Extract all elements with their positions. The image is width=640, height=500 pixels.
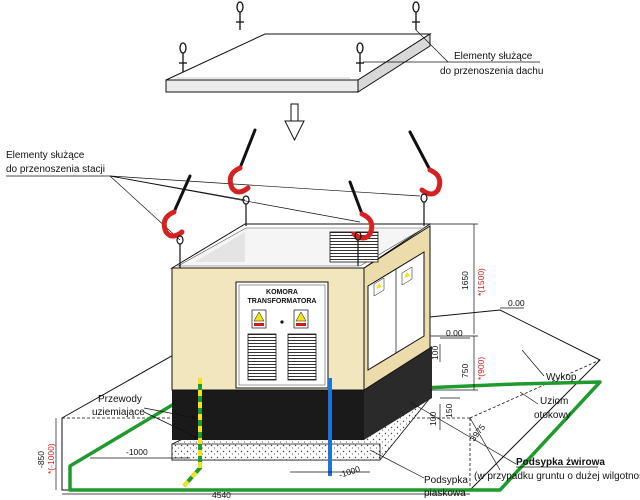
lifting-eye-icon	[242, 195, 250, 226]
station-lifting-callout: Elementy służące do przenoszenia stacji	[6, 150, 421, 241]
dim-minus-1000-a: -1000	[126, 447, 148, 457]
crane-hook-icon	[348, 180, 375, 241]
chamber-label-1: KOMORA	[266, 289, 298, 296]
dim-750-alt: *(900)	[476, 357, 486, 380]
dim-minus-850: -850	[36, 451, 46, 468]
dim-minus-850-alt: *(-1000)	[46, 443, 56, 474]
dim-1650-alt: *(1500)	[476, 268, 486, 296]
lifting-eye-icon	[179, 42, 187, 72]
warning-sign-icon	[373, 277, 385, 297]
lifting-eye-icon	[354, 231, 362, 266]
grounding-wire-yellow-green	[182, 378, 202, 488]
station-lifting-label-2: do przenoszenia stacji	[6, 164, 105, 175]
roof-lifting-label-2: do przenoszenia dachu	[440, 66, 543, 77]
dim-100-b: 100	[428, 412, 438, 426]
gravel-label-1: Podsypka żwirowa	[516, 457, 605, 468]
lifting-eye-icon	[236, 1, 244, 30]
sand-callout: Podsypka piaskowa	[369, 449, 468, 499]
excavation-label: Wykop	[546, 372, 577, 383]
excavation-callout: Wykop	[521, 349, 577, 383]
station-lifting-eyes	[176, 193, 428, 268]
dimension-lines	[55, 223, 524, 495]
crane-hook-icon	[161, 174, 192, 239]
dim-100-a: 100	[430, 346, 440, 360]
door-lock-icon	[280, 320, 284, 324]
roof-lifting-callout: Elementy służące do przenoszenia dachu	[363, 29, 543, 77]
level-top: 0.00	[508, 298, 525, 308]
lifting-eye-icon	[412, 1, 420, 30]
station-base	[172, 346, 432, 440]
lifting-eye-icon	[420, 193, 428, 226]
lifting-eye-icon	[176, 235, 184, 268]
crane-hook-icon	[408, 130, 443, 197]
chamber-label-2: TRANSFORMATORA	[248, 298, 317, 305]
station-lifting-hooks	[161, 128, 443, 241]
warning-sign-icon	[401, 266, 413, 286]
ring-earth-label-1: Uziom	[540, 396, 568, 407]
roof	[165, 33, 432, 93]
dim-4540: 4540	[212, 490, 231, 500]
door-louvre	[247, 333, 277, 381]
sand-label-1: Podsypka	[424, 475, 468, 486]
ring-earth-label-2: otokowy	[534, 410, 571, 421]
door-louvre	[287, 333, 317, 381]
sand-label-2: piaskowa	[424, 488, 466, 499]
gravel-callout: Podsypka żwirowa (w przypadku gruntu o d…	[409, 401, 640, 482]
dim-750: 750	[460, 364, 470, 378]
station-lifting-label-1: Elementy służące	[6, 150, 85, 161]
gravel-label-2: (w przypadku gruntu o dużej wilgotności)	[474, 471, 640, 482]
warning-sign-icon	[251, 309, 267, 329]
dim-1650: 1650	[460, 271, 470, 290]
level-mid: 0.00	[446, 328, 463, 338]
lifting-eye-icon	[356, 42, 364, 72]
roof-lifting-label-1: Elementy służące	[454, 51, 533, 62]
transformer-chamber-door: KOMORA TRANSFORMATORA	[235, 281, 329, 389]
dim-150: 150	[444, 404, 454, 418]
warning-sign-icon	[293, 309, 309, 329]
grounding-wires-label-1: Przewody	[98, 394, 142, 405]
roof-lifting-eyes	[179, 1, 420, 72]
crane-hook-icon	[227, 128, 257, 195]
down-arrow-icon	[284, 103, 305, 142]
grounding-wires-callout: Przewody uziemiające	[92, 394, 199, 439]
ring-earth-callout: Uziom otokowy	[519, 391, 571, 421]
side-door	[367, 251, 425, 371]
grounding-wires-label-2: uziemiające	[92, 407, 145, 418]
